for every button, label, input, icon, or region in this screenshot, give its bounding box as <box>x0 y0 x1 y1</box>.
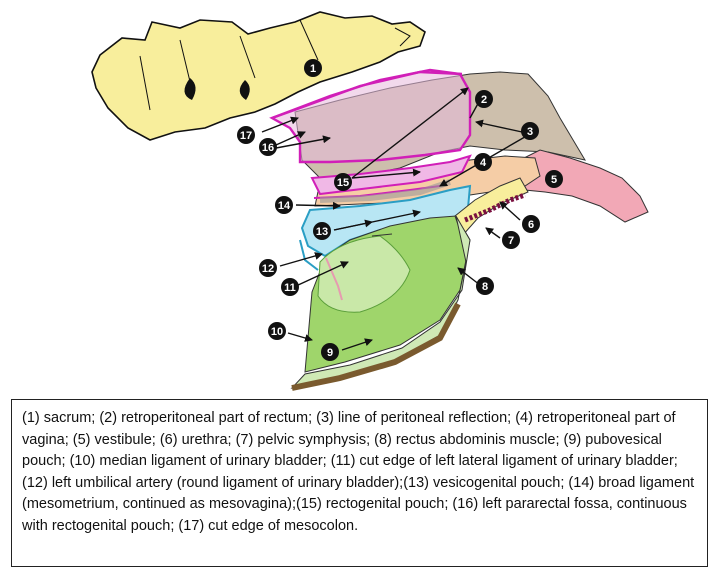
svg-text:17: 17 <box>240 130 252 142</box>
marker-12: 12 <box>259 259 277 277</box>
svg-text:14: 14 <box>278 200 291 212</box>
svg-text:8: 8 <box>482 281 488 293</box>
svg-text:1: 1 <box>310 63 316 75</box>
svg-text:11: 11 <box>284 282 296 294</box>
svg-text:16: 16 <box>262 142 274 154</box>
marker-7: 7 <box>502 231 520 249</box>
marker-13: 13 <box>313 222 331 240</box>
anatomy-diagram: 1 2 3 4 5 6 7 8 9 10 11 12 13 14 15 16 1… <box>91 11 649 391</box>
sacrum-shape <box>91 11 426 141</box>
svg-text:5: 5 <box>551 174 557 186</box>
svg-text:9: 9 <box>327 347 333 359</box>
svg-text:12: 12 <box>262 263 274 275</box>
bladder-shape <box>304 215 471 373</box>
urethra-symphysis-shape <box>454 177 529 237</box>
svg-text:6: 6 <box>528 219 534 231</box>
marker-14: 14 <box>275 196 293 214</box>
svg-text:10: 10 <box>271 326 283 338</box>
figure-caption: (1) sacrum; (2) retroperitoneal part of … <box>11 399 708 567</box>
marker-6: 6 <box>522 215 540 233</box>
marker-4: 4 <box>474 153 492 171</box>
marker-17: 17 <box>237 126 255 144</box>
marker-5: 5 <box>545 170 563 188</box>
svg-text:4: 4 <box>480 157 487 169</box>
marker-1: 1 <box>304 59 322 77</box>
marker-9: 9 <box>321 343 339 361</box>
svg-text:7: 7 <box>508 235 514 247</box>
marker-11: 11 <box>281 278 299 296</box>
marker-10: 10 <box>268 322 286 340</box>
svg-text:13: 13 <box>316 226 328 238</box>
rectus-muscle-shape <box>290 215 471 391</box>
svg-text:2: 2 <box>481 94 487 106</box>
marker-2: 2 <box>475 90 493 108</box>
marker-15: 15 <box>334 173 352 191</box>
marker-16: 16 <box>259 138 277 156</box>
vestibule-shape <box>519 149 649 223</box>
svg-text:15: 15 <box>337 177 349 189</box>
svg-text:3: 3 <box>527 126 533 138</box>
leader-arrows <box>261 87 531 351</box>
marker-3: 3 <box>521 122 539 140</box>
marker-8: 8 <box>476 277 494 295</box>
